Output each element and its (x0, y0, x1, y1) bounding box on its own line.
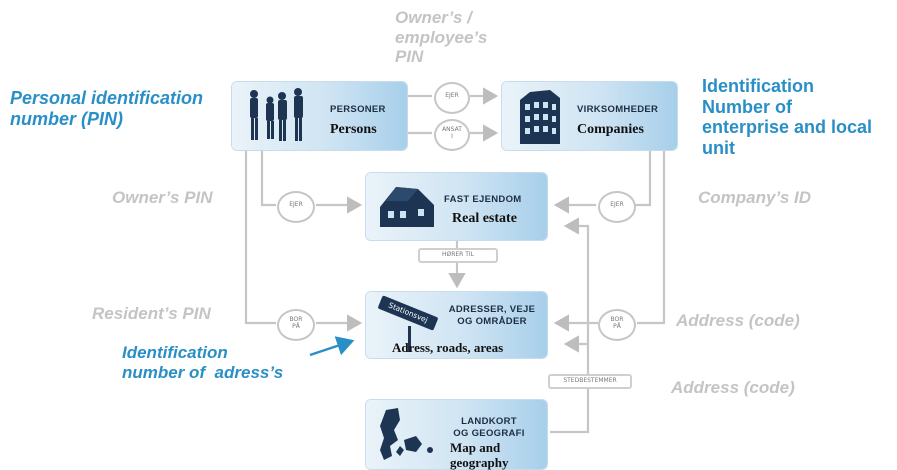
connector-ejer-left: EJER (277, 191, 315, 223)
annotation-resident-pin: Resident’s PIN (92, 304, 211, 323)
annotation-owner-employee-pin: Owner’s / employee’s PIN (395, 8, 488, 67)
annotation-address-code-1: Address (code) (676, 311, 800, 330)
annotation-owner-pin: Owner’s PIN (112, 188, 213, 207)
map-english-2: geography (450, 455, 509, 470)
persons-box: PERSONER Persons (232, 82, 407, 150)
connector-stedbestemmer: STEDBESTEMMER (548, 374, 632, 389)
house-icon (380, 187, 434, 227)
map-caption-1: LANDKORT (461, 416, 517, 427)
connector-bor-left: BOR PÅ (277, 309, 315, 341)
realestate-caption: FAST EJENDOM (444, 194, 522, 205)
annotation-address-code-2: Address (code) (671, 378, 795, 397)
annotation-personal-pin: Personal identification number (PIN) (10, 88, 204, 129)
companies-caption: VIRKSOMHEDER (577, 104, 659, 115)
map-box: LANDKORT OG GEOGRAFI Map and geography (366, 400, 547, 469)
realestate-english: Real estate (452, 211, 517, 226)
sign-pole (408, 326, 411, 352)
annotation-identification-address: Identification number of adress’s (122, 343, 284, 382)
address-caption-1: ADRESSER, VEJE (448, 304, 536, 315)
companies-box: VIRKSOMHEDER Companies (502, 82, 677, 150)
connector-ejer-top: EJER (434, 82, 470, 114)
connector-ejer-right: EJER (598, 191, 636, 223)
companies-english: Companies (577, 122, 644, 137)
annotation-company-id: Company’s ID (698, 188, 812, 207)
connector-bor-right: BOR PÅ (598, 309, 636, 341)
denmark-map-icon (380, 408, 433, 460)
persons-english: Persons (330, 122, 377, 137)
address-caption-2: OG OMRÅDER (457, 316, 527, 327)
connector-ansat: ANSAT I (434, 119, 470, 151)
persons-icon (250, 88, 303, 141)
address-english: Adress, roads, areas (392, 340, 504, 355)
map-caption-2: OG GEOGRAFI (453, 428, 525, 439)
connector-horer-til: HØRER TIL (418, 248, 498, 263)
address-box: Stationsvej ADRESSER, VEJE OG OMRÅDER Ad… (366, 292, 547, 358)
map-english-1: Map and (450, 440, 501, 455)
realestate-box: FAST EJENDOM Real estate (366, 173, 547, 240)
annotation-identification-enterprise: Identification Number of enterprise and … (702, 76, 873, 159)
persons-caption: PERSONER (330, 104, 386, 115)
building-icon (520, 90, 560, 144)
